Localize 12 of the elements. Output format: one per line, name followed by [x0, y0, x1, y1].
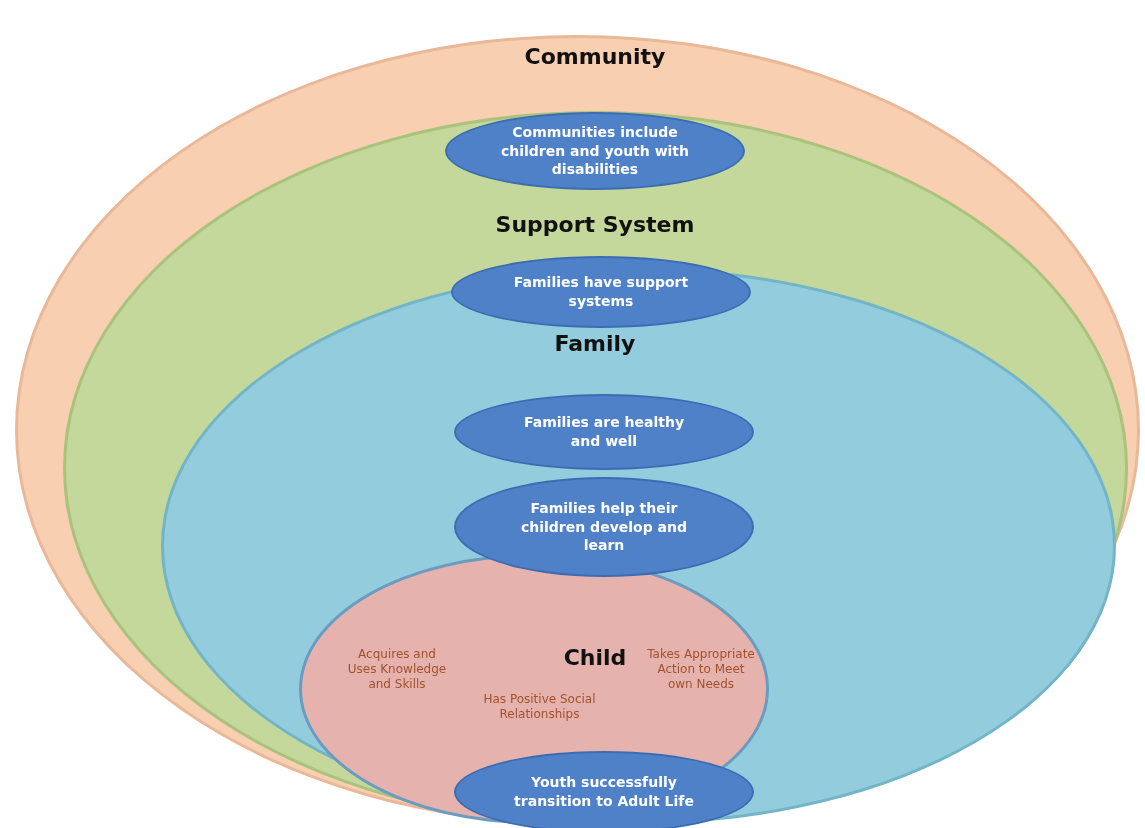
zone-title: Support System [495, 211, 695, 239]
zone-title: Community [524, 43, 666, 71]
goal-text: Families have support systems [512, 273, 690, 311]
goal-text: Families help their children develop and learn [520, 498, 688, 556]
zone-title: Child [563, 644, 627, 672]
goal-text: Youth successfully transition to Adult Life [513, 773, 695, 811]
trait-text: Has Positive Social Relationships [482, 692, 597, 722]
trait-text: Takes Appropriate Action to Meet own Needs [647, 647, 755, 692]
goal-text: Families are healthy and well [522, 413, 686, 451]
trait-text: Acquires and Uses Knowledge and Skills [346, 647, 448, 692]
goal-text: Communities include children and youth with disabilities [500, 122, 690, 180]
zone-title: Family [554, 330, 636, 358]
